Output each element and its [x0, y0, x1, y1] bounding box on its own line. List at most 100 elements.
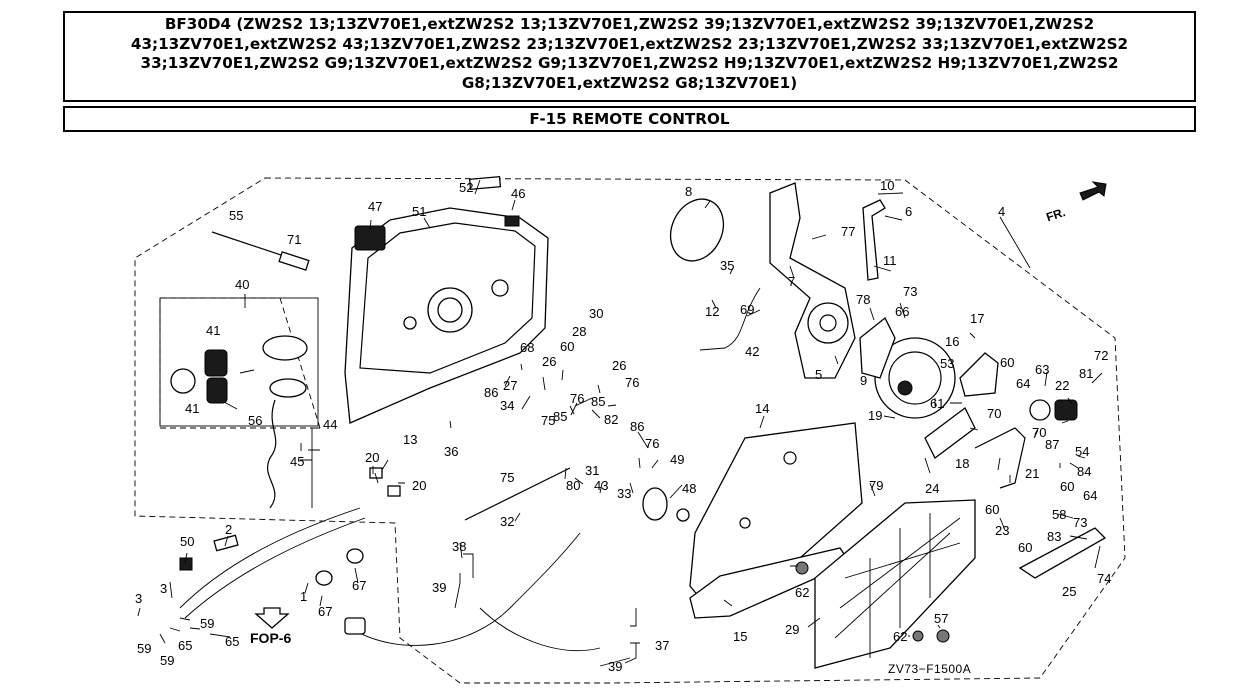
washer-part — [1029, 399, 1051, 421]
callout-59: 59 — [200, 616, 214, 631]
section-title: F-15 REMOTE CONTROL — [63, 106, 1196, 132]
callout-48: 48 — [682, 481, 696, 496]
callout-41: 41 — [185, 401, 199, 416]
callout-23: 23 — [995, 523, 1009, 538]
callout-73: 73 — [903, 284, 917, 299]
callout-64: 64 — [1083, 488, 1097, 503]
callout-43: 43 — [594, 478, 608, 493]
key-grommet-part — [170, 368, 196, 394]
callout-76: 76 — [645, 436, 659, 451]
callout-46: 46 — [511, 186, 525, 201]
fop-ref-label: FOP-6 — [250, 630, 291, 646]
stop-switch-part — [269, 378, 307, 398]
callout-85: 85 — [553, 409, 567, 424]
clamp-part — [315, 570, 333, 586]
callout-74: 74 — [1097, 571, 1111, 586]
washer-part — [676, 508, 690, 522]
callout-35: 35 — [720, 258, 734, 273]
callout-70: 70 — [1032, 425, 1046, 440]
callout-66: 66 — [895, 304, 909, 319]
callout-84: 84 — [1077, 464, 1091, 479]
key-part — [206, 377, 228, 404]
callout-24: 24 — [925, 481, 939, 496]
callout-87: 87 — [1045, 437, 1059, 452]
model-applicability-header: BF30D4 (ZW2S2 13;13ZV70E1,extZW2S2 13;13… — [63, 11, 1196, 102]
callout-13: 13 — [403, 432, 417, 447]
key-switch-box — [159, 297, 319, 427]
callout-31: 31 — [585, 463, 599, 478]
callout-82: 82 — [604, 412, 618, 427]
callout-36: 36 — [444, 444, 458, 459]
callout-10: 10 — [880, 178, 894, 193]
callout-60: 60 — [560, 339, 574, 354]
callout-60: 60 — [1018, 540, 1032, 555]
callout-25: 25 — [1062, 584, 1076, 599]
lanyard-cord-part — [267, 399, 277, 509]
fop-arrow-icon — [254, 607, 290, 629]
callout-67: 67 — [318, 604, 332, 619]
callout-57: 57 — [934, 611, 948, 626]
nut-part — [936, 629, 950, 643]
callout-86: 86 — [630, 419, 644, 434]
clamp-part — [346, 548, 364, 564]
callout-11: 11 — [883, 253, 897, 268]
callout-54: 54 — [1075, 444, 1089, 459]
bracket-part — [959, 352, 999, 397]
wire-harness-part — [349, 532, 601, 652]
callout-83: 83 — [1047, 529, 1061, 544]
callout-3: 3 — [135, 591, 142, 606]
callout-20: 20 — [365, 450, 379, 465]
callout-72: 72 — [1094, 348, 1108, 363]
callout-30: 30 — [589, 306, 603, 321]
callout-58: 58 — [1052, 507, 1066, 522]
callout-17: 17 — [970, 311, 984, 326]
front-arrow-icon — [1079, 181, 1107, 201]
nut-part — [912, 630, 924, 642]
callout-34: 34 — [500, 398, 514, 413]
callout-79: 79 — [869, 478, 883, 493]
callout-6: 6 — [905, 204, 912, 219]
throttle-lever-part — [862, 199, 886, 281]
callout-56: 56 — [248, 413, 262, 428]
callout-22: 22 — [1055, 378, 1069, 393]
cam-part — [859, 316, 896, 379]
callout-76: 76 — [570, 391, 584, 406]
callout-1: 1 — [300, 589, 307, 604]
callout-labels: 1233456789101112131415161718192020212223… — [135, 178, 1111, 674]
callout-52: 52 — [459, 180, 473, 195]
callout-33: 33 — [617, 486, 631, 501]
callout-64: 64 — [1016, 376, 1030, 391]
callout-45: 45 — [290, 454, 304, 469]
control-lever-part — [769, 182, 856, 379]
callout-80: 80 — [566, 478, 580, 493]
callout-14: 14 — [755, 401, 769, 416]
link-part — [1018, 527, 1107, 579]
callout-65: 65 — [225, 634, 239, 649]
callout-4: 4 — [998, 204, 1005, 219]
grommet-part — [504, 215, 520, 227]
grommet-part — [387, 485, 401, 497]
harness-part — [699, 287, 761, 351]
callout-68: 68 — [520, 340, 534, 355]
front-label: FR. — [1044, 205, 1067, 224]
neutral-switch-part — [642, 487, 668, 521]
callout-9: 9 — [860, 373, 867, 388]
callout-28: 28 — [572, 324, 586, 339]
callout-50: 50 — [180, 534, 194, 549]
callout-49: 49 — [670, 452, 684, 467]
callout-38: 38 — [452, 539, 466, 554]
ring-part — [669, 198, 725, 262]
control-rod-part — [464, 467, 571, 521]
bracket-part — [1054, 399, 1078, 421]
callout-42: 42 — [745, 344, 759, 359]
grommet-part — [369, 467, 383, 479]
callout-60: 60 — [985, 502, 999, 517]
callout-19: 19 — [868, 408, 882, 423]
callout-15: 15 — [733, 629, 747, 644]
callout-67: 67 — [352, 578, 366, 593]
callout-37: 37 — [655, 638, 669, 653]
housing-part — [344, 207, 549, 424]
callout-71: 71 — [287, 232, 301, 247]
callout-26: 26 — [542, 354, 556, 369]
callout-86: 86 — [484, 385, 498, 400]
